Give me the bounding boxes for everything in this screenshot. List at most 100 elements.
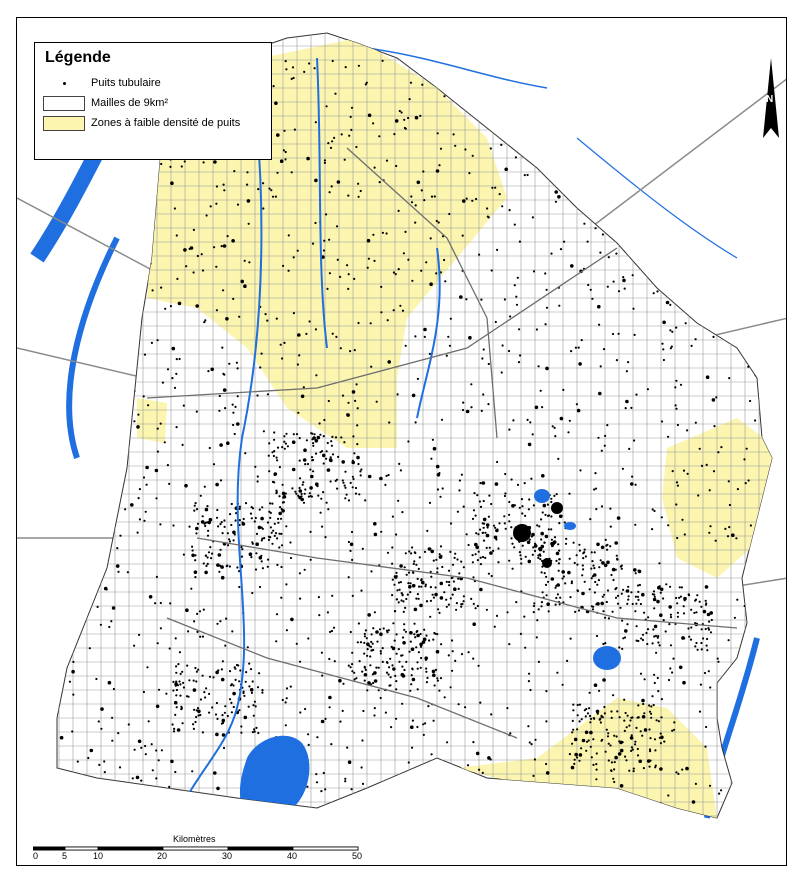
well-point (698, 600, 701, 603)
well-point (111, 716, 114, 719)
well-point (478, 768, 481, 771)
well-point (391, 594, 394, 597)
well-point (169, 794, 172, 798)
well-point (392, 271, 395, 274)
well-point (418, 585, 421, 588)
well-point (419, 632, 422, 636)
well-point (536, 144, 540, 148)
well-point (622, 588, 625, 591)
well-point (360, 468, 363, 471)
well-point (659, 613, 663, 617)
well-point (563, 58, 566, 61)
well-point (460, 603, 463, 606)
well-point (60, 244, 65, 248)
well-point (274, 195, 277, 198)
well-point (280, 565, 283, 569)
well-point (268, 510, 271, 513)
scale-bar-graphic (32, 846, 359, 851)
well-point (532, 270, 536, 273)
well-point (476, 559, 479, 562)
well-point (544, 513, 547, 516)
well-point (705, 87, 708, 90)
well-point (420, 269, 423, 272)
well-point (430, 549, 435, 554)
well-point (395, 680, 398, 683)
well-point (330, 185, 333, 188)
well-point (554, 190, 558, 194)
well-point (694, 782, 698, 786)
well-point (282, 149, 285, 152)
well-point (599, 365, 602, 368)
well-point (136, 531, 139, 534)
well-point (458, 572, 461, 575)
well-point (545, 690, 548, 693)
well-point (256, 394, 259, 397)
well-point (510, 478, 513, 481)
well-point (674, 386, 677, 389)
well-point (591, 608, 595, 611)
well-point (248, 552, 253, 556)
well-point (557, 543, 560, 546)
well-point (631, 475, 634, 478)
well-point (617, 332, 620, 335)
well-point (284, 150, 287, 154)
well-point (572, 728, 575, 731)
well-point (436, 488, 439, 491)
well-point (334, 436, 338, 439)
well-point (75, 519, 78, 522)
well-point (730, 682, 734, 685)
well-point (171, 377, 174, 380)
well-point (543, 572, 546, 575)
well-point (594, 487, 598, 490)
well-point (529, 93, 533, 96)
well-point (636, 754, 640, 757)
well-point (490, 269, 493, 272)
well-point (544, 534, 549, 539)
well-point (344, 66, 347, 69)
well-point (669, 303, 672, 306)
well-point (220, 722, 223, 725)
well-point (669, 667, 672, 670)
well-point (372, 648, 375, 652)
well-point (743, 213, 746, 216)
well-point (373, 707, 376, 710)
well-point (602, 348, 606, 351)
well-point (702, 609, 707, 614)
well-point (287, 234, 290, 237)
well-point (597, 436, 600, 439)
well-point (240, 545, 243, 549)
well-point (680, 586, 684, 589)
well-point (531, 553, 534, 556)
well-point (271, 542, 274, 545)
well-point (182, 553, 185, 556)
well-point (596, 105, 599, 108)
well-point (381, 59, 384, 62)
well-point (589, 195, 593, 198)
well-point (640, 637, 643, 640)
well-point (652, 597, 657, 602)
well-point (595, 634, 599, 638)
well-point (576, 728, 579, 731)
inner-rivers (176, 47, 441, 818)
well-point (75, 600, 78, 603)
well-point (420, 579, 423, 582)
well-point (159, 601, 162, 605)
well-point (655, 651, 658, 654)
well-point (151, 289, 154, 292)
well-point (334, 92, 337, 95)
well-point (208, 692, 211, 696)
well-point (460, 560, 463, 563)
well-point (412, 571, 415, 575)
well-point (353, 671, 356, 674)
well-point (709, 611, 713, 615)
well-point (74, 423, 78, 426)
map-canvas[interactable] (17, 18, 787, 866)
well-point (394, 674, 397, 678)
well-point (454, 659, 457, 663)
well-point (555, 493, 558, 496)
well-point (310, 474, 314, 479)
well-point (364, 83, 367, 86)
well-point (117, 254, 121, 259)
well-point (250, 556, 253, 559)
well-point (386, 319, 389, 322)
